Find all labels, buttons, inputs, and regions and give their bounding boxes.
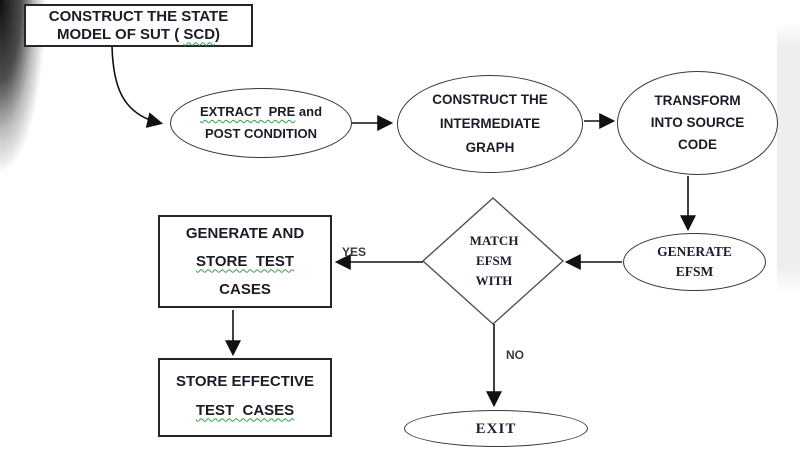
right-edge-gray-band [777, 22, 800, 294]
spellcheck-underline-text: STORE TEST [195, 252, 295, 270]
node-text-line: MATCH [469, 233, 519, 248]
spellcheck-underline-text: EXTRACT PRE [199, 104, 296, 119]
node-text-line: GENERATE AND [185, 224, 305, 242]
node-text-line: MODEL OF SUT ( SCD) [56, 25, 221, 43]
node-text-line: EFSM [475, 253, 513, 268]
node-text-line: STORE EFFECTIVE [175, 372, 315, 390]
node-text-line: CONSTRUCT THE [432, 92, 548, 107]
node-construct-state-model: CONSTRUCT THE STATE MODEL OF SUT ( SCD) [24, 4, 253, 47]
node-text-line: GENERATE [657, 244, 732, 259]
node-text-line: WITH [475, 273, 513, 288]
node-text-line: TRANSFORM [654, 93, 741, 108]
arrow-construct-to-extract [111, 45, 164, 128]
node-text-line: EXTRACT PRE and [199, 104, 323, 119]
node-transform-into-source-code: TRANSFORM INTO SOURCE CODE [617, 71, 778, 175]
node-exit: EXIT [404, 410, 588, 447]
node-text-line: EXIT [475, 420, 517, 437]
node-text-line: INTERMEDIATE [439, 116, 541, 131]
node-text-line: POST CONDITION [205, 126, 317, 141]
node-text-line: INTO SOURCE [650, 115, 745, 130]
decision-match-efsm-with: MATCH EFSM WITH [443, 228, 545, 294]
node-text-line: CODE [677, 137, 717, 152]
node-extract-pre-post-condition: EXTRACT PRE and POST CONDITION [170, 88, 352, 158]
node-generate-efsm: GENERATE EFSM [623, 233, 766, 291]
node-generate-store-test-cases: GENERATE AND STORE TEST CASES [158, 215, 332, 308]
node-text-line: CONSTRUCT THE STATE [48, 7, 229, 25]
node-construct-intermediate-graph: CONSTRUCT THE INTERMEDIATE GRAPH [397, 75, 583, 173]
node-text-line: EFSM [675, 264, 714, 279]
edge-label-yes: YES [342, 245, 367, 259]
node-text-line: GRAPH [465, 140, 515, 155]
node-text-line: CASES [219, 280, 271, 298]
spellcheck-underline-text: TEST CASES [195, 401, 295, 419]
edge-label-no: NO [506, 348, 524, 362]
spellcheck-underline-text: SCD [183, 25, 216, 43]
node-store-effective-test-cases: STORE EFFECTIVE TEST CASES [158, 358, 332, 437]
